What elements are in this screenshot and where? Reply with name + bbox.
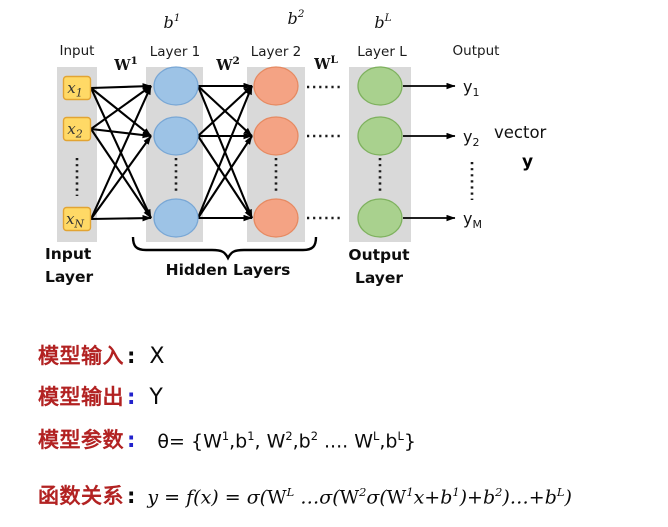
edges-input-to-layer1 [90,83,152,222]
layerL-neuron-3 [357,198,403,238]
layer2-neuron-1 [253,66,299,106]
layerL-neuron-2 [357,116,403,156]
bias-label-b1: b1 [164,12,181,32]
layer1-neuron-2 [153,116,199,156]
note-label: 模型输入 [38,344,124,368]
layer1-neuron-3 [153,198,199,238]
note-label: 函数关系 [38,484,124,508]
weight-label-w2: W2 [215,55,240,74]
note-model-params: 模型参数: θ= {W1,b1, W2,b2 .... WL,bL} [38,424,416,454]
input-node-label-xN: xN [66,210,84,231]
input-node-xN [62,206,92,232]
note-label: 模型参数 [38,428,124,452]
input-node-label-x1: x1 [67,79,82,100]
column-title-output: Output [453,43,500,59]
layer2-neuron-3 [253,198,299,238]
ellipsis-dots [75,85,474,220]
note-function-relation: 函数关系: y = f(x) = σ(WL …σ(W2σ(W1x+b1)+b2)… [38,480,572,510]
weight-label-wL: WL [313,54,338,73]
note-model-output: 模型输出: Y [38,381,163,411]
note-label: 模型输出 [38,385,124,409]
bias-label-b2: b2 [288,8,305,28]
note-value: θ= {W1,b1, W2,b2 .... WL,bL} [157,428,416,452]
note-value: Y [149,385,163,410]
column-title-input: Input [60,43,95,59]
note-value: y = f(x) = σ(WL …σ(W2σ(W1x+b1)+b2)…+bL) [147,484,572,508]
colon: : [127,428,136,452]
caption-hidden-layers: Hidden Layers [166,261,291,279]
input-node-label-x2: x2 [67,120,82,141]
caption-output-layer-line2: Layer [355,269,403,287]
output-vector-label: vector [494,123,547,142]
output-vector-symbol: y [522,152,533,172]
output-label-yM: yM [463,209,482,231]
layerL-neuron-1 [357,66,403,106]
weight-label-w1: W1 [113,55,138,74]
layer1-neuron-1 [153,66,199,106]
note-model-input: 模型输入: X [38,340,164,370]
column-title-layer1: Layer 1 [150,44,201,60]
colon: : [127,484,136,508]
colon: : [127,344,136,368]
colon: : [127,385,136,409]
caption-input-layer-line1: Input [45,245,92,263]
edges-layer1-to-layer2 [197,82,253,222]
caption-input-layer-line2: Layer [45,268,93,286]
hidden-layers-brace [131,236,318,261]
output-label-y1: y1 [463,77,479,99]
output-arrows [403,82,456,222]
layer2-neuron-2 [253,116,299,156]
output-label-y2: y2 [463,127,479,149]
neural-network-diagram: b1 b2 bL Input Layer 1 Layer 2 Layer L O… [45,8,547,287]
bias-label-bL: bL [374,12,391,32]
note-value: X [149,344,165,369]
input-node-x1 [62,75,92,101]
caption-output-layer-line1: Output [348,246,410,264]
input-node-x2 [62,116,92,142]
column-title-layer2: Layer 2 [251,44,302,60]
column-title-layerL: Layer L [357,44,407,60]
